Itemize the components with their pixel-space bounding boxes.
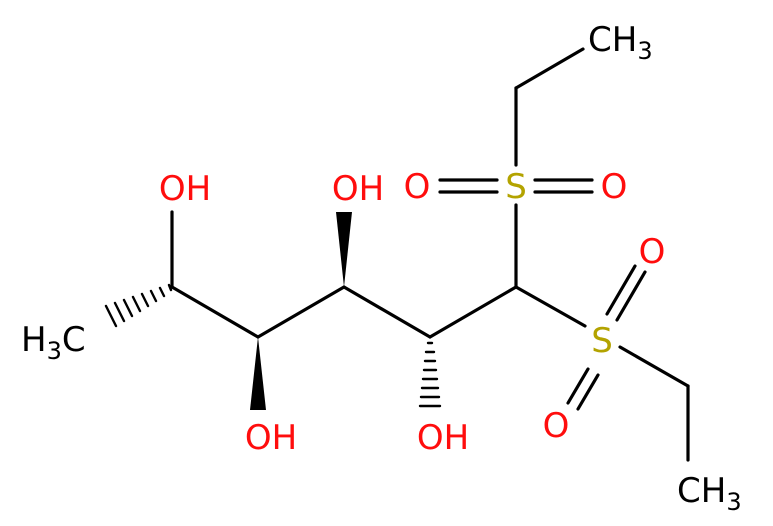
bond-c2-s2 [514,285,587,328]
hydroxyl-c4-label: OH [332,169,384,209]
oxygen-s1-left-label: O [404,167,431,207]
bond-s2-o-down-b [576,373,600,411]
bond-s2-ch2 [618,345,690,388]
bond-c6-c5 [170,285,260,339]
bond-c4-c3 [342,285,432,339]
hashed-wedge-c6-ch3 [104,283,173,328]
ch3-left-label: H3C [21,320,86,365]
hashed-wedge-c3-oh [418,341,442,408]
sulfur-bottom-label: S [591,321,613,361]
bond-c5-c4 [256,285,346,339]
ch3-top-label: CH3 [588,20,653,65]
hydroxyl-c5-label: OH [245,418,297,458]
ch3-bottom-label: CH3 [677,471,742,516]
oxygen-s1-right-label: O [601,167,628,207]
hydroxyl-c3-label: OH [417,418,469,458]
bond-ch2-ch3-top [514,47,585,90]
bond-c3-c2 [428,285,518,339]
bond-s2-o-down-a [566,367,590,405]
bond-s2-o-up-b [615,270,647,322]
oxygen-s2-up-label: O [639,232,666,272]
hydroxyl-c6-label: OH [159,169,211,209]
bond-s2-o-up-a [605,264,637,316]
sulfur-top-label: S [505,167,527,207]
oxygen-s2-down-label: O [543,406,570,446]
wedge-c4-oh [336,212,352,287]
wedge-c5-oh [250,337,266,410]
